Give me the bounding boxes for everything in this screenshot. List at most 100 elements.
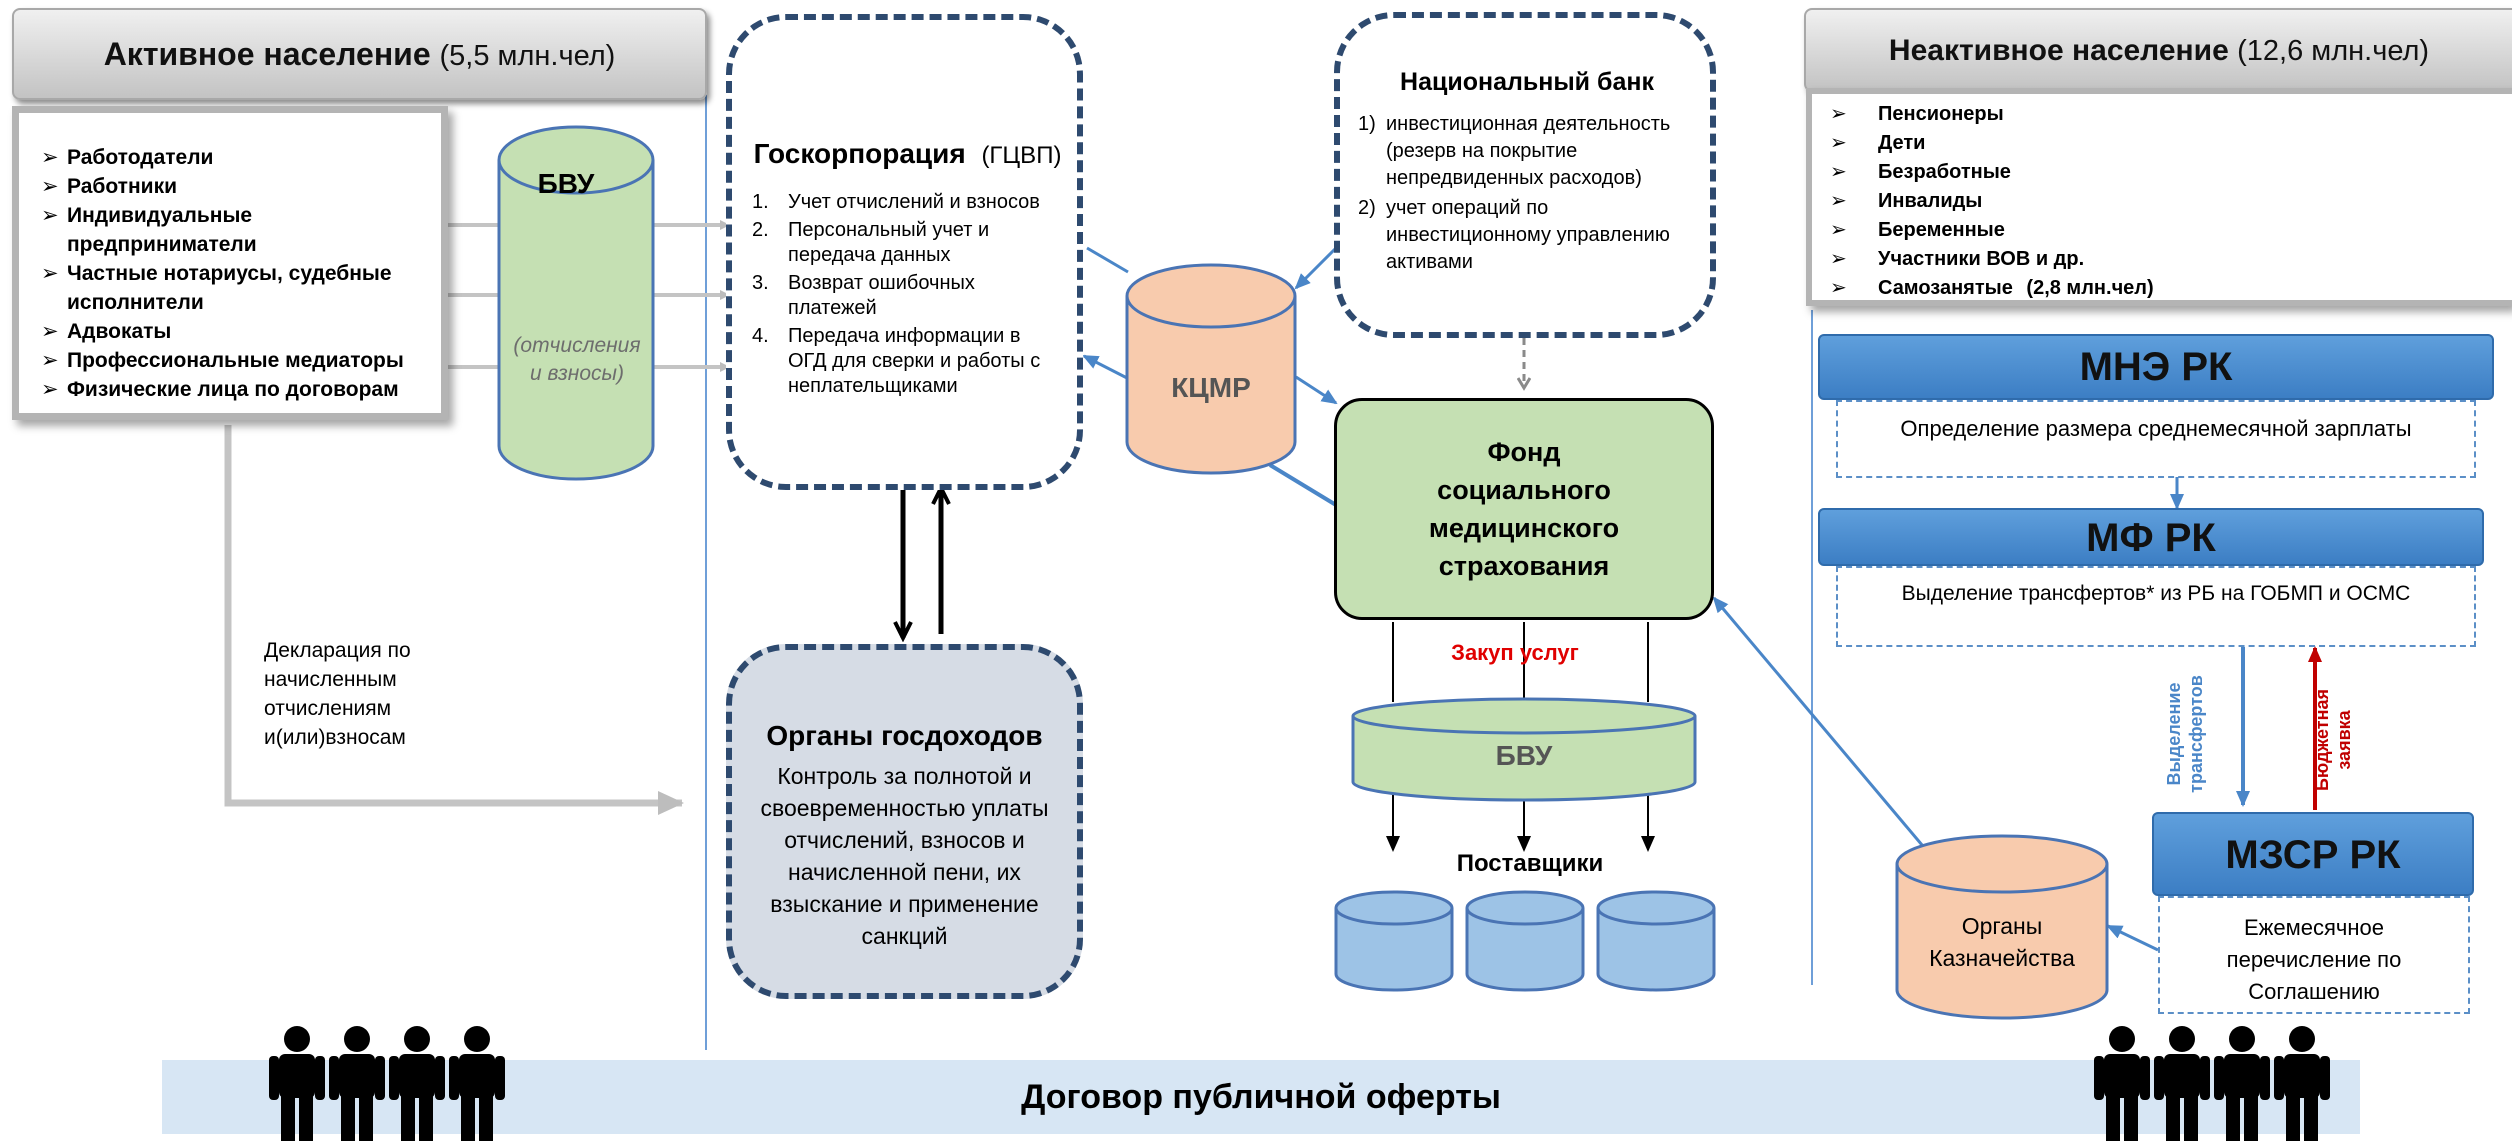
supplier-cylinder [1596, 890, 1716, 992]
list-item: Адвокаты [41, 317, 429, 346]
goscorp-list: 1. Учет отчислений и взносов 2. Персональн… [752, 190, 1063, 399]
list-num: 2) [1358, 197, 1376, 219]
list-text: Возврат ошибочных платежей [788, 272, 975, 319]
list-num: 1) [1358, 113, 1376, 135]
list-item: 4. Передача информации в ОГД для сверки и… [752, 324, 1063, 399]
declaration-text: Декларация по начисленным отчислениям и(… [264, 639, 411, 749]
list-item-count: (2,8 млн.чел) [2026, 277, 2154, 299]
declaration-arrow [224, 425, 684, 815]
fund-box: Фонд социального медицинского страховани… [1334, 398, 1714, 620]
people-group-right-icon [2094, 1026, 2330, 1141]
list-item: Самозанятые (2,8 млн.чел) [1830, 274, 2502, 303]
supplier-cylinders [1334, 890, 1716, 992]
person-icon [329, 1026, 385, 1141]
list-num: 2. [752, 219, 769, 241]
payment-flow-arrows [448, 220, 730, 372]
list-text: Передача информации в ОГД для сверки и р… [788, 325, 1041, 397]
mne-description: Определение размера среднемесячной зарпл… [1900, 416, 2412, 441]
contract-title: Договор публичной оферты [1021, 1078, 1501, 1116]
bvu-left-cylinder: БВУ (отчисления и взносы) [496, 124, 656, 482]
mzsr-header: МЗСР РК [2152, 812, 2474, 896]
list-item: Работники [41, 172, 429, 201]
list-text: инвестиционная деятельность (резерв на п… [1386, 113, 1671, 189]
person-icon [389, 1026, 445, 1141]
list-item: Индивидуальные предприниматели [41, 201, 429, 259]
fund-title: Фонд социального медицинского страховани… [1428, 437, 1620, 581]
list-item: Участники ВОВ и др. [1830, 245, 2502, 274]
mf-description: Выделение трансфертов* из РБ на ГОБМП и … [1901, 582, 2411, 605]
cylinder-shape [1351, 697, 1697, 802]
procurement-label: Закуп услуг [1451, 640, 1579, 665]
bvu-center-cylinder: БВУ [1350, 696, 1698, 804]
inactive-population-header: Неактивное население (12,6 млн.чел) [1804, 8, 2512, 92]
supplier-cylinder [1334, 890, 1454, 992]
inactive-population-list: Пенсионеры Дети Безработные Инвалиды Бер… [1830, 100, 2502, 303]
bvu-left-title: БВУ [537, 168, 595, 199]
active-population-title: Активное население [103, 36, 431, 72]
cylinder-shape [497, 125, 655, 481]
suppliers-label: Поставщики [1456, 850, 1604, 877]
list-num: 4. [752, 325, 769, 347]
list-item: Беременные [1830, 216, 2502, 245]
person-icon [2214, 1026, 2270, 1141]
person-icon [2094, 1026, 2150, 1141]
mf-description-box: Выделение трансфертов* из РБ на ГОБМП и … [1836, 566, 2476, 647]
transfer-label: Выделение трансфертов [2164, 675, 2206, 793]
person-icon [269, 1026, 325, 1141]
active-population-header: Активное население (5,5 млн.чел) [12, 8, 707, 100]
list-item-text: Самозанятые [1878, 277, 2013, 299]
list-num: 1. [752, 191, 769, 213]
revenue-text: Контроль за полнотой и своевременностью … [760, 763, 1049, 949]
list-text: Учет отчислений и взносов [788, 191, 1040, 213]
inactive-population-list-box: Пенсионеры Дети Безработные Инвалиды Бер… [1806, 88, 2512, 306]
treasury-to-fund-arrow [1712, 596, 1924, 846]
bvu-left-note: (отчисления и взносы) [513, 334, 641, 385]
supplier-cylinder [1465, 890, 1585, 992]
list-item: 2) учет операций по инвестиционному управ… [1358, 195, 1696, 276]
list-item: Инвалиды [1830, 187, 2502, 216]
inactive-population-title: Неактивное население [1888, 34, 2229, 67]
mzsr-description: Ежемесячное перечисление по Соглашению [2226, 915, 2402, 1004]
list-item: Пенсионеры [1830, 100, 2502, 129]
goscorp-title-row: Госкорпорация (ГЦВП) [752, 138, 1063, 170]
person-icon [2274, 1026, 2330, 1141]
list-item: Частные нотариусы, судебные исполнители [41, 259, 429, 317]
active-population-list-box: Работодатели Работники Индивидуальные пр… [12, 106, 448, 420]
list-text: учет операций по инвестиционному управле… [1386, 197, 1670, 273]
kcmr-label: КЦМР [1171, 372, 1251, 403]
mne-header: МНЭ РК [1818, 334, 2494, 400]
budget-request-label: Бюджетная заявка [2312, 689, 2354, 791]
revenue-title: Органы госдоходов [766, 720, 1043, 751]
person-icon [2154, 1026, 2210, 1141]
revenue-authorities-box: Органы госдоходов Контроль за полнотой и… [726, 644, 1083, 999]
kcmr-cylinder: КЦМР [1124, 262, 1298, 476]
treasury-label: Органы Казначейства [1929, 913, 2075, 971]
people-group-left-icon [269, 1026, 505, 1141]
list-item: Профессиональные медиаторы [41, 346, 429, 375]
inactive-population-count: (12,6 млн.чел) [2237, 35, 2430, 67]
natbank-title: Национальный банк [1400, 68, 1654, 96]
list-item: 2. Персональный учет и передача данных [752, 218, 1063, 268]
list-num: 3. [752, 272, 769, 294]
mne-description-box: Определение размера среднемесячной зарпл… [1836, 400, 2476, 478]
cylinder-shape [1895, 834, 2109, 1020]
goscorp-title: Госкорпорация [753, 138, 966, 169]
list-item: Физические лица по договорам [41, 375, 429, 404]
active-population-list: Работодатели Работники Индивидуальные пр… [41, 143, 429, 404]
bvu-center-label: БВУ [1495, 740, 1553, 771]
list-text: Персональный учет и передача данных [788, 219, 990, 266]
list-item: Дети [1830, 129, 2502, 158]
active-population-count: (5,5 млн.чел) [439, 40, 616, 72]
mzsr-description-box: Ежемесячное перечисление по Соглашению [2158, 896, 2470, 1014]
goscorp-box: Госкорпорация (ГЦВП) 1. Учет отчислений и… [726, 14, 1083, 490]
cylinder-shape [1125, 263, 1297, 475]
list-item: Работодатели [41, 143, 429, 172]
person-icon [449, 1026, 505, 1141]
contract-banner: Договор публичной оферты [162, 1060, 2360, 1134]
list-item: 1) инвестиционная деятельность (резерв на… [1358, 111, 1696, 192]
list-item: Безработные [1830, 158, 2502, 187]
natbank-list: 1) инвестиционная деятельность (резерв на… [1358, 111, 1696, 276]
treasury-cylinder: Органы Казначейства [1894, 832, 2110, 1022]
list-item: 3. Возврат ошибочных платежей [752, 271, 1063, 321]
